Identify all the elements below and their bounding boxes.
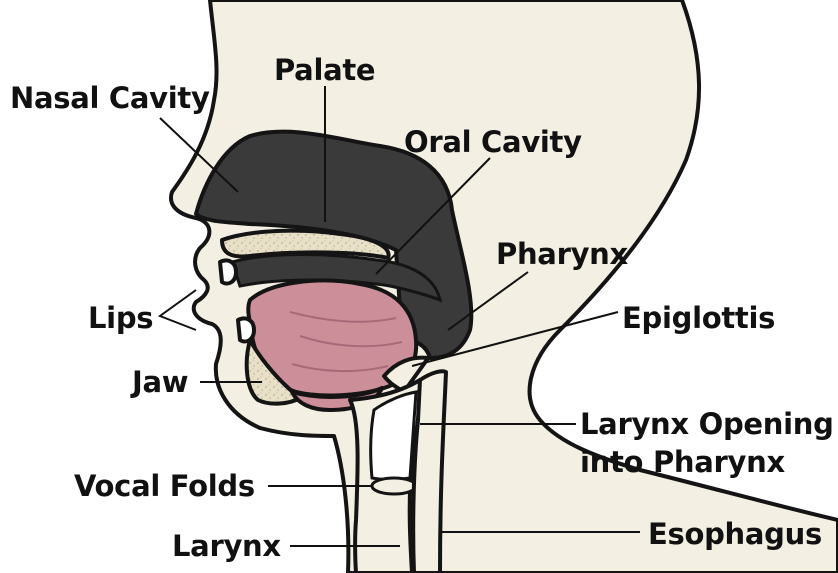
vocal-folds-shape <box>372 478 416 494</box>
label-larynx: Larynx <box>172 529 281 563</box>
label-larynx-opening-line1: Larynx Opening <box>580 407 834 441</box>
label-epiglottis: Epiglottis <box>622 301 775 335</box>
label-jaw: Jaw <box>130 365 188 399</box>
label-oral-cavity: Oral Cavity <box>404 125 582 159</box>
upper-teeth <box>220 260 236 283</box>
esophagus-tube <box>413 371 446 573</box>
label-pharynx: Pharynx <box>496 237 629 271</box>
leader-lips <box>160 290 196 330</box>
label-nasal-cavity: Nasal Cavity <box>10 81 210 115</box>
label-lips: Lips <box>88 301 153 335</box>
label-esophagus: Esophagus <box>648 517 822 551</box>
label-larynx-opening-line2: into Pharynx <box>580 445 785 479</box>
label-palate: Palate <box>274 53 375 87</box>
lower-teeth <box>238 318 254 341</box>
label-vocal-folds: Vocal Folds <box>74 469 255 503</box>
